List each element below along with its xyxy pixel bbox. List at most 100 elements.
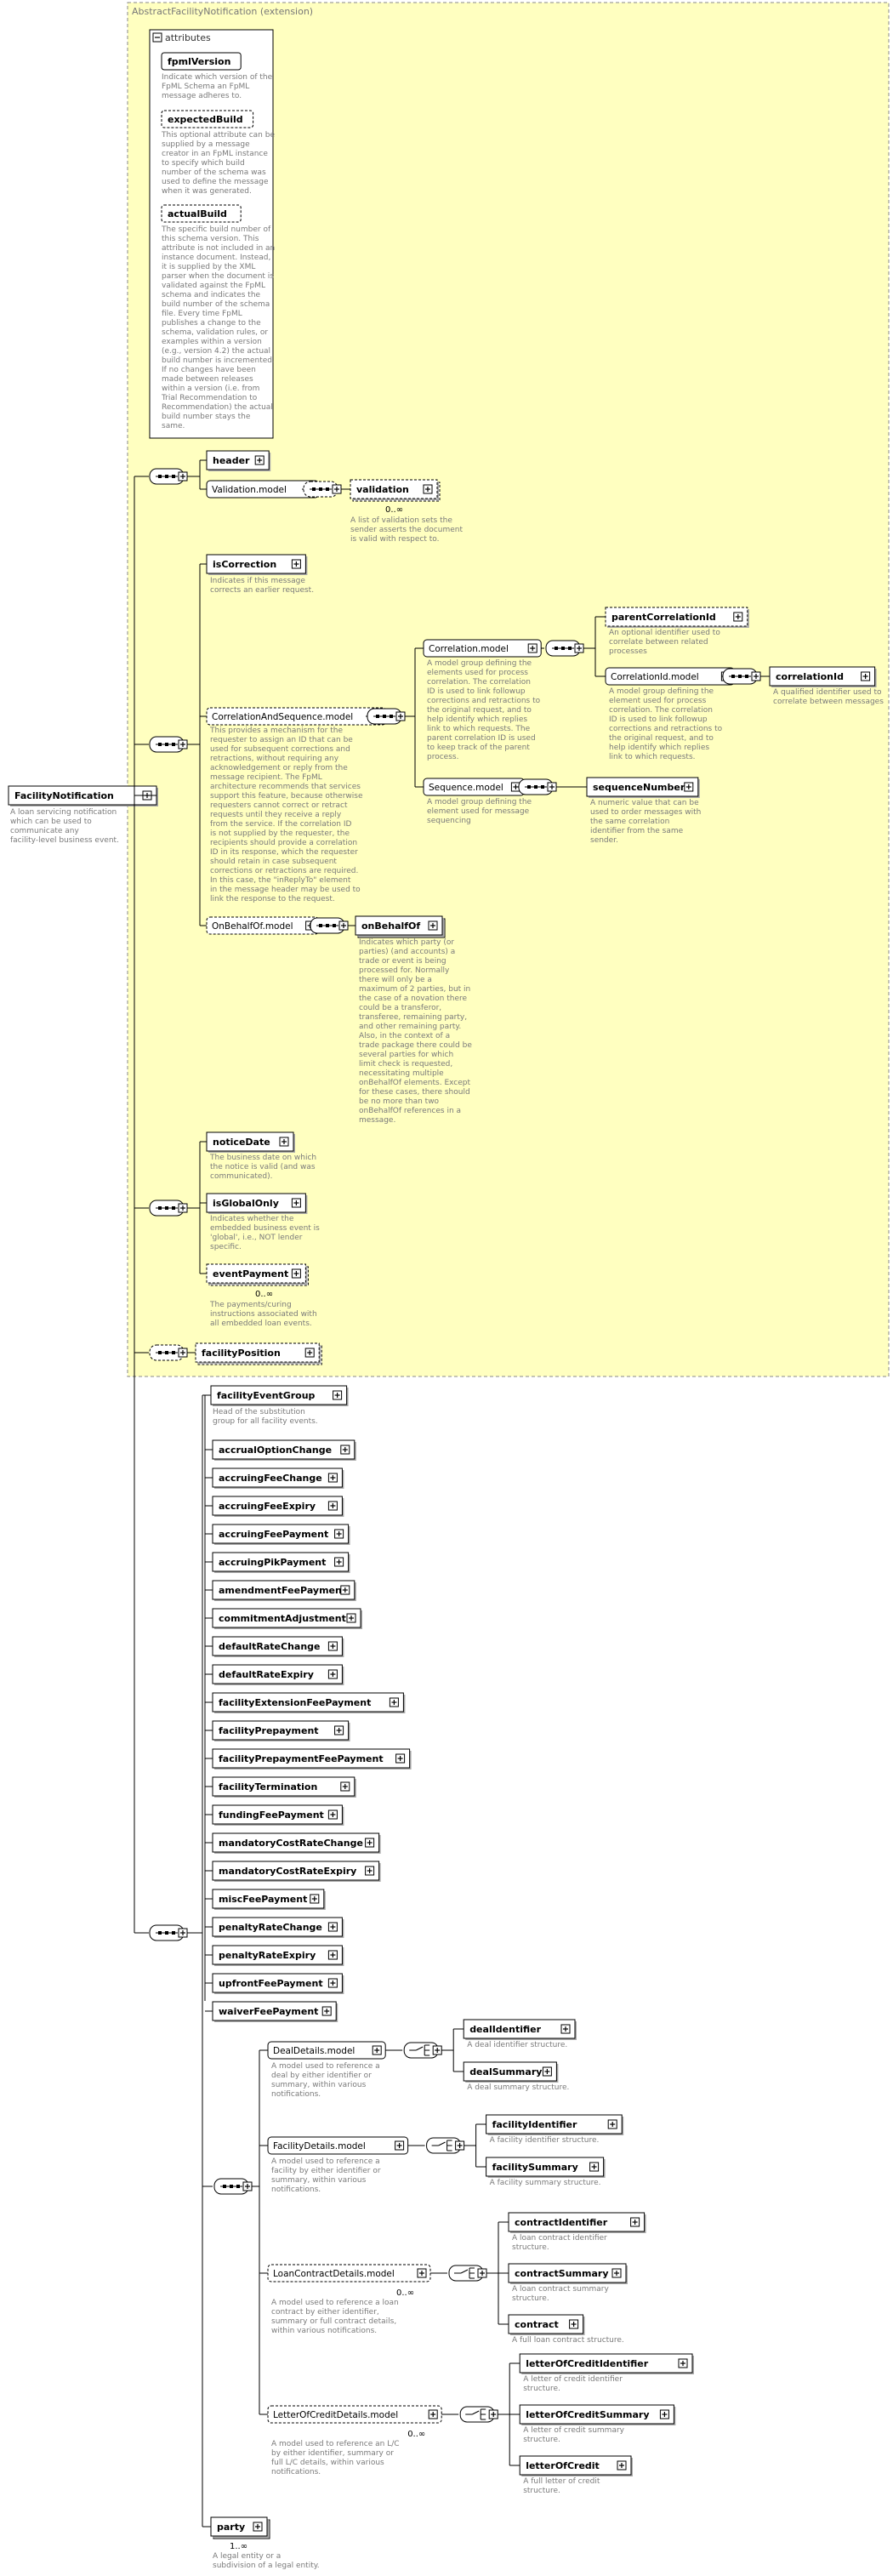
expand-icon[interactable] <box>733 612 743 622</box>
expand-icon[interactable] <box>527 643 538 653</box>
expand-icon[interactable] <box>327 1669 338 1679</box>
expand-icon[interactable] <box>327 1978 338 1988</box>
element-facilityPrepaymentFeePayment[interactable]: facilityPrepaymentFeePayment <box>212 1748 412 1770</box>
element-waiverFeePayment[interactable]: waiverFeePayment <box>212 2001 338 2022</box>
element-dealIdentifier[interactable]: dealIdentifier <box>463 2019 577 2040</box>
expand-icon[interactable] <box>630 2217 640 2227</box>
expand-icon[interactable] <box>333 1390 343 1400</box>
expand-icon[interactable] <box>395 711 406 721</box>
element-sequenceNumber[interactable]: sequenceNumber <box>586 777 700 798</box>
model-group-CorrelationAndSequence.model[interactable]: CorrelationAndSequence.model <box>206 707 387 726</box>
element-upfrontFeePayment[interactable]: upfrontFeePayment <box>212 1973 344 1994</box>
expand-icon[interactable] <box>488 2409 498 2419</box>
element-penaltyRateChange[interactable]: penaltyRateChange <box>212 1917 344 1938</box>
expand-icon[interactable] <box>560 2024 571 2034</box>
element-isCorrection[interactable]: isCorrection <box>206 554 308 575</box>
expand-icon[interactable] <box>291 1268 301 1279</box>
element-commitmentAdjustment[interactable]: commitmentAdjustment <box>212 1608 362 1629</box>
expand-icon[interactable] <box>611 2268 622 2278</box>
expand-icon[interactable] <box>340 1585 350 1595</box>
element-facilitySummary[interactable]: facilitySummary <box>486 2157 606 2178</box>
element-letterOfCreditIdentifier[interactable]: letterOfCreditIdentifier <box>519 2353 694 2374</box>
expand-icon[interactable] <box>291 559 301 569</box>
expand-icon[interactable] <box>334 1557 344 1567</box>
element-isGlobalOnly[interactable]: isGlobalOnly <box>206 1193 308 1214</box>
expand-icon[interactable] <box>327 1473 338 1483</box>
model-group-FacilityDetails.model[interactable]: FacilityDetails.model <box>267 2136 409 2155</box>
expand-icon[interactable] <box>332 484 342 494</box>
element-letterOfCredit[interactable]: letterOfCredit <box>519 2455 633 2476</box>
element-contractIdentifier[interactable]: contractIdentifier <box>508 2212 646 2233</box>
expand-icon[interactable] <box>365 1866 375 1876</box>
expand-icon[interactable] <box>327 1501 338 1511</box>
expand-icon[interactable] <box>340 1781 350 1792</box>
expand-icon[interactable] <box>751 671 761 681</box>
expand-icon[interactable] <box>547 782 557 792</box>
expand-icon[interactable] <box>365 1838 375 1848</box>
expand-icon[interactable] <box>395 2140 405 2151</box>
expand-icon[interactable] <box>659 2409 669 2419</box>
element-contractSummary[interactable]: contractSummary <box>508 2263 628 2284</box>
expand-icon[interactable] <box>291 1198 301 1208</box>
expand-icon[interactable] <box>678 2358 688 2368</box>
element-facilityExtensionFeePayment[interactable]: facilityExtensionFeePayment <box>212 1692 406 1713</box>
element-parentCorrelationId[interactable]: parentCorrelationId <box>605 607 749 628</box>
expand-icon[interactable] <box>569 2319 579 2329</box>
expand-icon[interactable] <box>589 2162 600 2172</box>
element-amendmentFeePayment[interactable]: amendmentFeePayment <box>212 1580 356 1601</box>
element-mandatoryCostRateChange[interactable]: mandatoryCostRateChange <box>212 1832 381 1854</box>
element-facilityTermination[interactable]: facilityTermination <box>212 1776 356 1798</box>
element-onBehalfOf[interactable]: onBehalfOf <box>355 915 446 938</box>
expand-icon[interactable] <box>279 1137 289 1147</box>
element-noticeDate[interactable]: noticeDate <box>206 1131 295 1153</box>
expand-icon[interactable] <box>617 2460 627 2471</box>
element-accruingPikPayment[interactable]: accruingPikPayment <box>212 1552 350 1573</box>
model-group-Correlation.model[interactable]: Correlation.model <box>423 639 542 658</box>
attribute-expectedBuild[interactable]: expectedBuild <box>161 110 254 128</box>
model-group-Sequence.model[interactable]: Sequence.model <box>423 778 525 796</box>
model-group-OnBehalfOf.model[interactable]: OnBehalfOf.model <box>206 916 320 935</box>
element-defaultRateChange[interactable]: defaultRateChange <box>212 1636 344 1657</box>
expand-icon[interactable] <box>861 671 871 681</box>
element-accruingFeeExpiry[interactable]: accruingFeeExpiry <box>212 1496 344 1517</box>
expand-icon[interactable] <box>310 1894 320 1904</box>
element-dealSummary[interactable]: dealSummary <box>463 2061 559 2083</box>
element-contract[interactable]: contract <box>508 2314 585 2335</box>
element-mandatoryCostRateExpiry[interactable]: mandatoryCostRateExpiry <box>212 1861 381 1882</box>
expand-icon[interactable] <box>423 484 433 494</box>
expand-icon[interactable] <box>395 1753 406 1764</box>
element-miscFeePayment[interactable]: miscFeePayment <box>212 1889 326 1910</box>
element-accruingFeeChange[interactable]: accruingFeeChange <box>212 1468 344 1489</box>
model-group-LoanContractDetails.model[interactable]: LoanContractDetails.model <box>267 2264 431 2282</box>
element-penaltyRateExpiry[interactable]: penaltyRateExpiry <box>212 1945 344 1966</box>
element-accrualOptionChange[interactable]: accrualOptionChange <box>212 1439 356 1461</box>
attribute-actualBuild[interactable]: actualBuild <box>161 204 242 223</box>
expand-icon[interactable] <box>574 643 584 653</box>
expand-icon[interactable] <box>607 2119 617 2129</box>
expand-icon[interactable] <box>327 1641 338 1651</box>
expand-icon[interactable] <box>428 2409 438 2419</box>
expand-icon[interactable] <box>340 1445 350 1455</box>
element-facilityIdentifier[interactable]: facilityIdentifier <box>486 2114 624 2135</box>
expand-icon[interactable] <box>304 1348 315 1358</box>
element-FacilityNotification[interactable]: FacilityNotification <box>8 785 158 806</box>
expand-icon[interactable] <box>346 1613 356 1623</box>
expand-icon[interactable] <box>327 1950 338 1960</box>
expand-icon[interactable] <box>334 1529 344 1539</box>
expand-icon[interactable] <box>178 1348 188 1358</box>
expand-icon[interactable] <box>178 1203 188 1213</box>
expand-icon[interactable] <box>432 2045 442 2055</box>
element-facilityPrepayment[interactable]: facilityPrepayment <box>212 1720 350 1741</box>
model-group-LetterOfCreditDetails.model[interactable]: LetterOfCreditDetails.model <box>267 2405 442 2424</box>
expand-icon[interactable] <box>327 1922 338 1932</box>
model-group-Validation.model[interactable]: Validation.model <box>206 480 320 499</box>
element-fundingFeePayment[interactable]: fundingFeePayment <box>212 1804 344 1826</box>
expand-icon[interactable] <box>254 455 264 465</box>
expand-icon[interactable] <box>242 2181 253 2191</box>
expand-icon[interactable] <box>327 1809 338 1820</box>
expand-icon[interactable] <box>684 782 694 792</box>
element-correlationId[interactable]: correlationId <box>769 666 877 687</box>
expand-icon[interactable] <box>334 1725 344 1735</box>
expand-icon[interactable] <box>477 2268 487 2278</box>
element-accruingFeePayment[interactable]: accruingFeePayment <box>212 1524 350 1545</box>
